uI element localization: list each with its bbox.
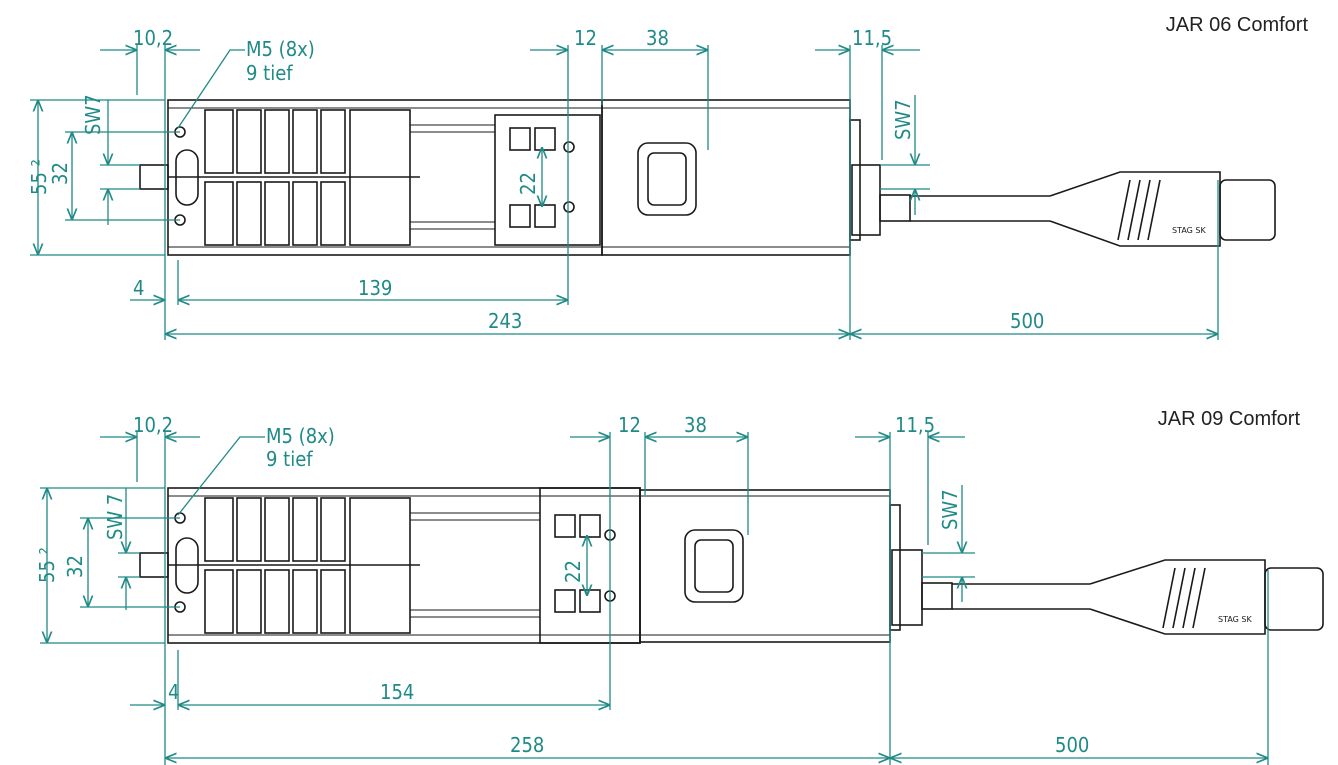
dimensions-jar09: 10,2 M5 (8x) 9 tief 12 38 11,5 55 ² 32 S… — [35, 413, 1269, 765]
dimensions-jar06: 10,2 M5 (8x) 9 tief 12 38 11,5 55 ² 32 — [27, 26, 1219, 340]
dim-10-2: 10,2 — [133, 26, 173, 50]
dim-4: 4 — [133, 276, 144, 300]
dim-sw7-right: SW7 — [891, 99, 915, 140]
dim-12: 12 — [618, 413, 641, 437]
dim-154: 154 — [380, 680, 414, 704]
dim-243: 243 — [488, 309, 522, 333]
dim-11-5: 11,5 — [895, 413, 935, 437]
drawing-title-jar06: JAR 06 Comfort — [1165, 14, 1308, 36]
dim-sw7-left: SW 7 — [103, 494, 127, 540]
dim-22: 22 — [561, 560, 585, 583]
dim-22: 22 — [516, 172, 540, 195]
dim-55: 55 ² — [35, 547, 59, 583]
dim-tief: 9 tief — [266, 447, 313, 471]
drawing-jar09: STAG SK 10,2 M5 (8x) 9 tief 12 38 11, — [35, 413, 1324, 765]
dim-38: 38 — [646, 26, 669, 50]
dim-500: 500 — [1055, 733, 1089, 757]
dim-500: 500 — [1010, 309, 1044, 333]
dim-sw7-left: SW7 — [81, 94, 105, 135]
dim-258: 258 — [510, 733, 544, 757]
drawing-jar06: STAG SK 10,2 M5 (8x) 9 tief 12 — [27, 26, 1276, 340]
dim-10-2: 10,2 — [133, 413, 173, 437]
dim-m5: M5 (8x) — [266, 424, 335, 448]
actuator-body: STAG SK — [139, 487, 1324, 644]
dim-11-5: 11,5 — [852, 26, 892, 50]
dim-32: 32 — [48, 162, 72, 185]
dim-32: 32 — [63, 555, 87, 578]
dim-139: 139 — [358, 276, 392, 300]
dim-12: 12 — [574, 26, 597, 50]
drawing-title-jar09: JAR 09 Comfort — [1157, 408, 1300, 430]
dim-55: 55 ² — [27, 159, 51, 195]
dim-4: 4 — [168, 680, 179, 704]
dim-38: 38 — [684, 413, 707, 437]
plug-label-jar09: STAG SK — [1218, 615, 1252, 624]
plug-label-jar06: STAG SK — [1172, 226, 1206, 235]
dim-m5: M5 (8x) — [246, 37, 315, 61]
dim-tief: 9 tief — [246, 61, 293, 85]
dim-sw7-right: SW7 — [938, 489, 962, 530]
